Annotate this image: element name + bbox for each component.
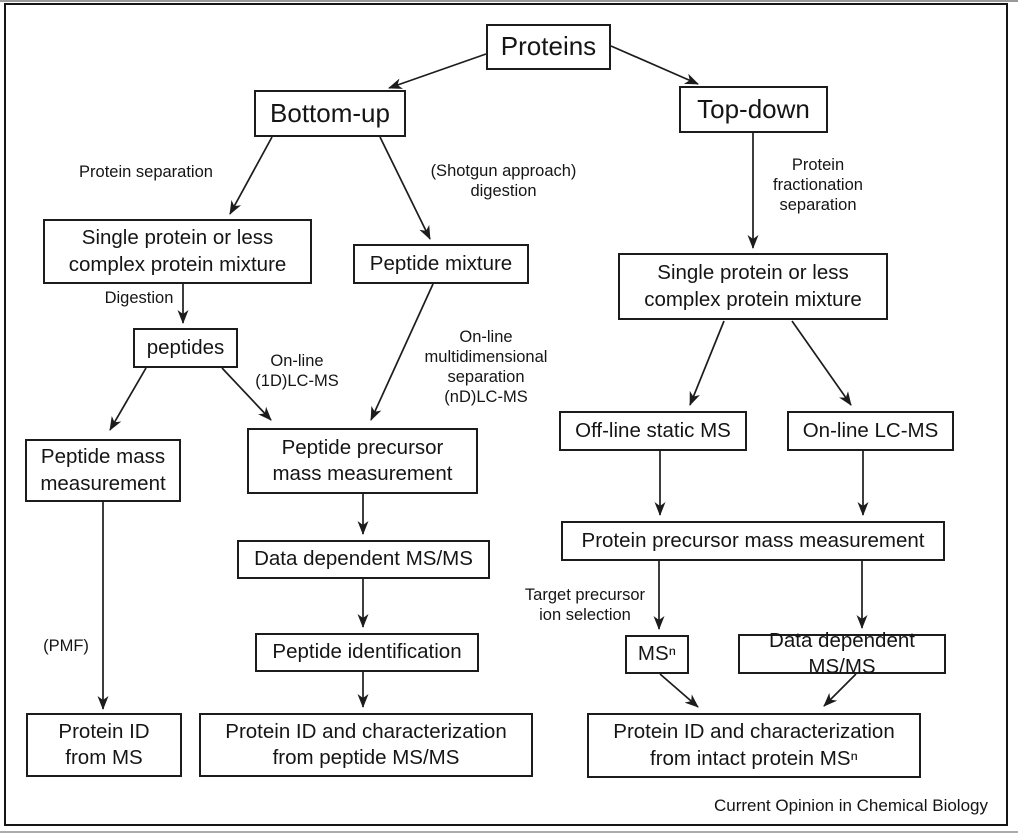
arrow-proteins-to-bottom-up [388, 53, 487, 89]
node-top-down: Top-down [679, 86, 828, 133]
label-protein-fractionation: Protein fractionation separation [773, 156, 863, 215]
label-digestion: Digestion [104, 289, 174, 307]
node-peptide-precursor-mass-measurement: Peptide precursor mass measurement [247, 428, 478, 494]
arrow-msn-to-protein-id-intact [659, 673, 699, 708]
arrow-proteins-to-top-down [610, 45, 699, 85]
node-offline-static-ms: Off-line static MS [559, 411, 747, 451]
node-data-dependent-msms-left: Data dependent MS/MS [237, 540, 490, 579]
arrow-bottom-up-to-peptide-mixture [379, 136, 431, 240]
label-pmf: (PMF) [43, 637, 89, 655]
figure-border [4, 3, 1008, 826]
node-peptide-mixture: Peptide mixture [353, 244, 529, 284]
node-bottom-up: Bottom-up [254, 90, 406, 137]
bottom-edge-line [0, 831, 1018, 833]
node-protein-id-intact-msn: Protein ID and characterization from int… [587, 713, 921, 778]
node-online-lcms: On-line LC-MS [787, 411, 954, 451]
label-online-multidimensional: On-line multidimensional separation (nD)… [424, 328, 548, 407]
label-shotgun-digestion: (Shotgun approach) digestion [430, 162, 577, 201]
top-edge-line [0, 0, 1018, 2]
node-protein-id-from-ms: Protein ID from MS [26, 713, 182, 777]
node-proteins: Proteins [486, 24, 611, 70]
arrow-peptides-to-peptide-mass [109, 367, 147, 431]
label-target-precursor: Target precursor ion selection [524, 586, 646, 625]
arrow-peptide-mixture-to-peptide-precursor [370, 283, 434, 421]
arrow-single-protein-to-offline-ms [689, 320, 725, 406]
node-protein-id-peptide-msms: Protein ID and characterization from pep… [199, 713, 533, 777]
arrow-bottom-up-to-single-protein [229, 136, 273, 215]
journal-credit: Current Opinion in Chemical Biology [713, 796, 988, 815]
node-msn: MSⁿ [625, 635, 689, 674]
node-peptide-identification: Peptide identification [255, 633, 479, 672]
label-online-1d-lcms: On-line (1D)LC-MS [255, 352, 339, 391]
arrow-single-protein-to-online-lcms [791, 320, 852, 406]
node-single-protein-left: Single protein or less complex protein m… [43, 219, 312, 284]
node-protein-precursor-mass-measurement: Protein precursor mass measurement [561, 521, 945, 561]
label-protein-separation: Protein separation [79, 163, 213, 181]
node-peptide-mass-measurement: Peptide mass measurement [25, 439, 181, 502]
node-data-dependent-msms-right: Data dependent MS/MS [738, 629, 946, 678]
arrow-data-dependent-to-protein-id-intact [823, 673, 857, 707]
node-peptides: peptides [133, 328, 238, 368]
node-single-protein-right: Single protein or less complex protein m… [618, 253, 888, 320]
arrow-peptides-to-peptide-precursor [221, 367, 272, 421]
